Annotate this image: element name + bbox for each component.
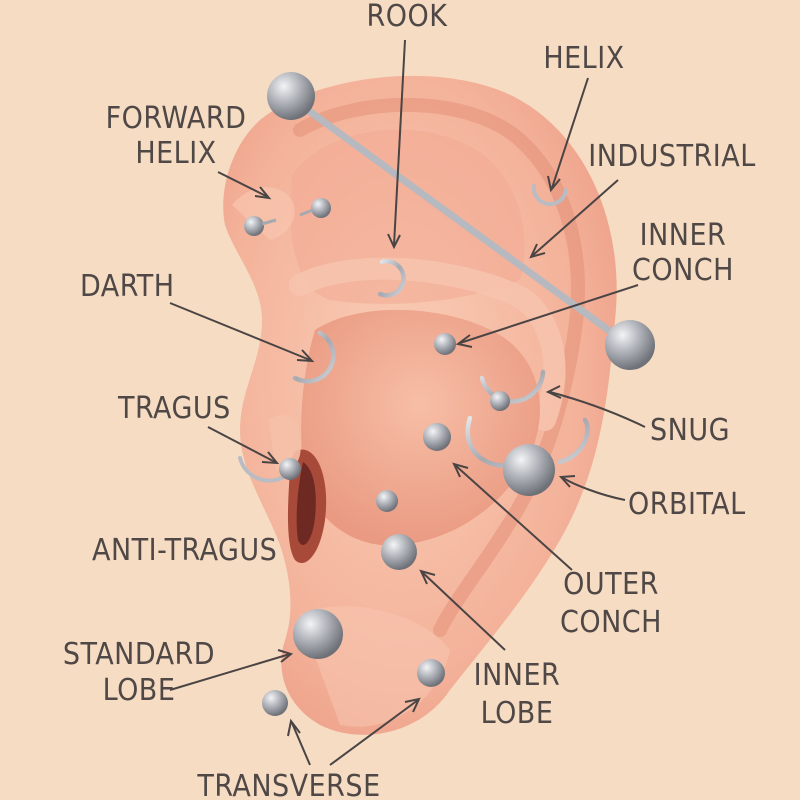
arrow-inner-lobe <box>419 569 436 585</box>
label-outer-conch-line2: CONCH <box>560 605 662 640</box>
arrow-outer-conch <box>452 462 469 478</box>
forward-helix-post-2 <box>299 208 314 217</box>
arrow-snug <box>545 385 562 399</box>
leader-transverse-right <box>329 699 419 766</box>
standard-lobe-stud <box>293 609 343 659</box>
leader-inner-lobe <box>421 571 506 651</box>
forward-helix-stud-2 <box>311 198 331 218</box>
label-inner-conch-line2: CONCH <box>632 253 734 288</box>
leader-transverse-left <box>291 722 311 766</box>
forward-helix-stud-1 <box>244 216 264 236</box>
label-industrial: INDUSTRIAL <box>588 139 756 174</box>
arrow-forward-helix <box>254 186 272 200</box>
label-forward-helix-line2: HELIX <box>135 136 216 171</box>
leader-inner-conch <box>459 284 639 344</box>
leader-standard-lobe <box>169 653 291 691</box>
leader-forward-helix <box>217 171 269 198</box>
industrial-bar <box>301 104 626 344</box>
leader-outer-conch <box>454 464 573 571</box>
label-standard-lobe-line2: LOBE <box>103 673 176 708</box>
label-snug: SNUG <box>650 413 730 448</box>
label-outer-conch-line1: OUTER <box>563 567 659 602</box>
arrow-orbital <box>558 475 576 488</box>
arrow-transverse-left <box>287 718 301 737</box>
leader-helix <box>551 77 589 189</box>
ear-illustration <box>223 75 617 735</box>
snug-ball <box>490 391 510 411</box>
anti-tragus-stud-2 <box>381 534 417 570</box>
label-inner-conch-line1: INNER <box>640 218 727 253</box>
helix-ring <box>531 184 568 207</box>
orbital-ball <box>503 444 555 496</box>
cartilage-fold <box>232 187 295 240</box>
label-helix: HELIX <box>543 41 624 76</box>
leader-orbital <box>562 477 626 501</box>
transverse-stud <box>262 690 288 716</box>
leader-snug <box>549 391 646 428</box>
daith-ring <box>292 330 336 384</box>
arrow-standard-lobe <box>277 649 294 663</box>
snug-ring <box>479 369 546 404</box>
leader-lines <box>169 39 646 766</box>
industrial-ball-bottom <box>605 320 655 370</box>
label-standard-lobe-line1: STANDARD <box>63 637 215 672</box>
label-anti-tragus: ANTI-TRAGUS <box>92 533 277 568</box>
arrow-rook <box>387 233 401 250</box>
label-inner-lobe-line1: INNER <box>474 658 561 693</box>
label-transverse: TRANSVERSE <box>196 769 380 800</box>
ear-canal-inner <box>296 462 316 545</box>
outer-conch-stud <box>423 423 451 451</box>
tragus-ball <box>279 458 301 480</box>
inner-lobe-stud <box>417 659 445 687</box>
arrow-helix <box>547 175 561 193</box>
labels: ROOK HELIX FORWARD HELIX INDUSTRIAL INNE… <box>63 0 756 800</box>
leader-industrial <box>531 179 619 257</box>
label-daith: DARTH <box>80 269 175 304</box>
label-rook: ROOK <box>367 0 449 34</box>
label-tragus: TRAGUS <box>117 391 231 426</box>
anti-tragus-stud-1 <box>376 490 398 512</box>
arrow-tragus <box>261 451 280 465</box>
arrow-daith <box>296 349 315 363</box>
arrow-inner-conch <box>455 334 473 348</box>
leader-daith <box>169 302 311 361</box>
arrow-transverse-right <box>404 697 421 713</box>
label-inner-lobe-line2: LOBE <box>481 696 554 731</box>
tragus-bump <box>268 414 301 472</box>
label-orbital: ORBITAL <box>628 487 746 522</box>
antihelix <box>289 257 566 431</box>
jewelry <box>238 72 655 716</box>
leader-tragus <box>207 426 276 463</box>
label-forward-helix-line1: FORWARD <box>106 101 247 136</box>
leader-rook <box>393 39 406 246</box>
arrow-industrial <box>529 243 546 259</box>
inner-conch-stud <box>434 333 456 355</box>
rook-ring <box>377 259 406 298</box>
industrial-ball-top <box>267 72 315 120</box>
forward-helix-post-1 <box>261 218 277 226</box>
